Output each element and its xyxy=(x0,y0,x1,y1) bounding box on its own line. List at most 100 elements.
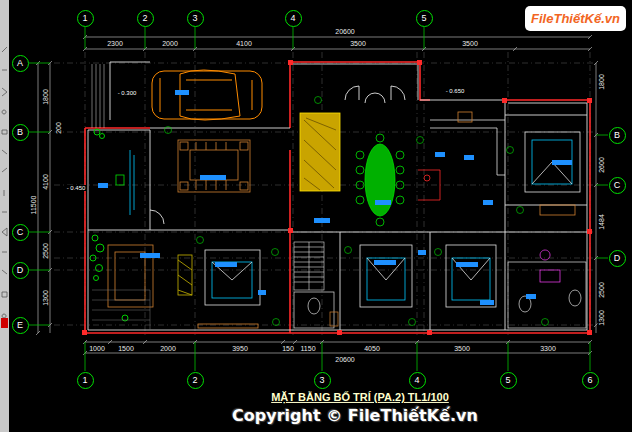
grid-bubble: B xyxy=(12,124,29,141)
beds-part xyxy=(452,258,490,300)
grid-label: C xyxy=(17,228,24,237)
logo-badge: FileThiếtKế.vn xyxy=(525,6,626,31)
room-tags-part xyxy=(258,290,266,295)
watermark: Copyright © FileThiếtKế.vn xyxy=(231,408,479,424)
dimension-text: 20600 xyxy=(334,28,355,35)
car-part xyxy=(152,71,262,119)
dimension-text: 3500 xyxy=(349,40,367,47)
door-tags-part xyxy=(417,137,424,144)
dimension-text: 3500 xyxy=(453,345,471,352)
grid-stubs-part xyxy=(29,63,50,325)
grid-bubble: 3 xyxy=(314,372,331,389)
door-tags-part xyxy=(409,319,416,326)
dimension-text: 1800 xyxy=(598,73,605,91)
dining-table-part-part xyxy=(376,134,384,142)
living-furniture xyxy=(178,140,250,192)
columns-part xyxy=(502,98,507,103)
columns-part xyxy=(427,330,432,335)
dimension-text: 3300 xyxy=(539,345,557,352)
dimension-text: 2500 xyxy=(42,242,49,260)
dimension-text: 1800 xyxy=(42,88,49,106)
grid-stubs-part xyxy=(85,27,424,49)
columns xyxy=(82,60,592,335)
dimension-text: 3500 xyxy=(461,40,479,47)
car-part xyxy=(160,78,252,112)
stair xyxy=(294,242,324,290)
tv-unit-part xyxy=(130,150,134,215)
door-tags xyxy=(165,97,549,326)
dimension-text: 1500 xyxy=(117,345,135,352)
room-tags-part xyxy=(98,183,108,188)
garage-gate-part xyxy=(92,64,104,128)
dining-table-part-part xyxy=(356,166,364,174)
drawing-title: MẶT BẰNG BỐ TRÍ (PA.2) TL1/100 xyxy=(271,391,449,403)
bathrooms-part xyxy=(540,270,560,282)
beds-part xyxy=(367,258,405,300)
entrance-doors-part xyxy=(150,210,164,224)
beds-part xyxy=(532,140,572,184)
grid-label: 3 xyxy=(319,376,324,385)
living-furniture-part xyxy=(196,142,226,190)
dimension-lines xyxy=(36,35,598,355)
door-tags-part xyxy=(165,127,172,134)
grid-label: 6 xyxy=(587,376,592,385)
grid-stubs xyxy=(29,27,608,371)
plants-part xyxy=(94,129,100,135)
living-furniture-part xyxy=(178,140,250,192)
dimension-text: 150 xyxy=(281,345,295,352)
columns-part xyxy=(417,60,422,65)
plants-part xyxy=(100,134,105,139)
grid-bubble: B xyxy=(609,127,626,144)
grid-bubble: 3 xyxy=(187,10,204,27)
grid-bubble: D xyxy=(609,250,626,267)
dimension-lines-part xyxy=(36,61,598,335)
grid-bubble: 4 xyxy=(285,10,302,27)
dining-table-part xyxy=(300,113,340,191)
grid-bubble: 4 xyxy=(409,372,426,389)
grid-bubble: 2 xyxy=(137,10,154,27)
dimension-text: 3950 xyxy=(231,345,249,352)
door-tags-part xyxy=(345,247,352,254)
grid-bubble: 5 xyxy=(500,372,517,389)
dimension-lines-part xyxy=(83,340,592,355)
dimension-text: 4100 xyxy=(42,173,49,191)
grid-stubs-part xyxy=(596,135,608,258)
room-tags-part xyxy=(464,155,474,160)
kitchen-part xyxy=(424,175,430,181)
beds-part xyxy=(198,324,258,328)
dining-table-part-part xyxy=(396,151,404,159)
dimension-text: 4100 xyxy=(235,40,253,47)
toolbar-strip-part xyxy=(0,0,9,432)
beds-part xyxy=(452,258,490,280)
bathrooms-part xyxy=(308,298,320,314)
bathrooms-part xyxy=(569,290,581,306)
door-tags-part xyxy=(507,147,514,154)
dimension-lines-part xyxy=(85,37,590,353)
columns-part xyxy=(82,330,87,335)
room-tags-part xyxy=(200,175,226,180)
dining-table-part xyxy=(356,134,404,226)
room-tags-part xyxy=(483,200,493,205)
dining-table-part-part xyxy=(356,181,364,189)
kitchen-part xyxy=(418,170,440,200)
room-tags xyxy=(98,90,572,305)
family-room-part xyxy=(178,255,192,295)
door-tags-part xyxy=(435,249,442,256)
walls xyxy=(85,62,590,333)
beds-part xyxy=(532,162,572,184)
dimension-text: 1000 xyxy=(88,345,106,352)
toolbar-strip xyxy=(0,0,9,432)
room-tags-part xyxy=(552,160,572,165)
dimension-text: 1150 xyxy=(299,345,316,352)
beds-part xyxy=(446,245,496,307)
grid-label: A xyxy=(17,59,23,68)
grid-bubble: D xyxy=(12,262,29,279)
tv-unit-part xyxy=(116,175,124,185)
living-furniture-part xyxy=(180,142,188,150)
grid-label: 2 xyxy=(192,376,197,385)
bathrooms xyxy=(294,250,586,328)
columns-part xyxy=(288,228,293,233)
dining-table-part-part xyxy=(396,181,404,189)
room-outlines-part xyxy=(110,62,150,120)
